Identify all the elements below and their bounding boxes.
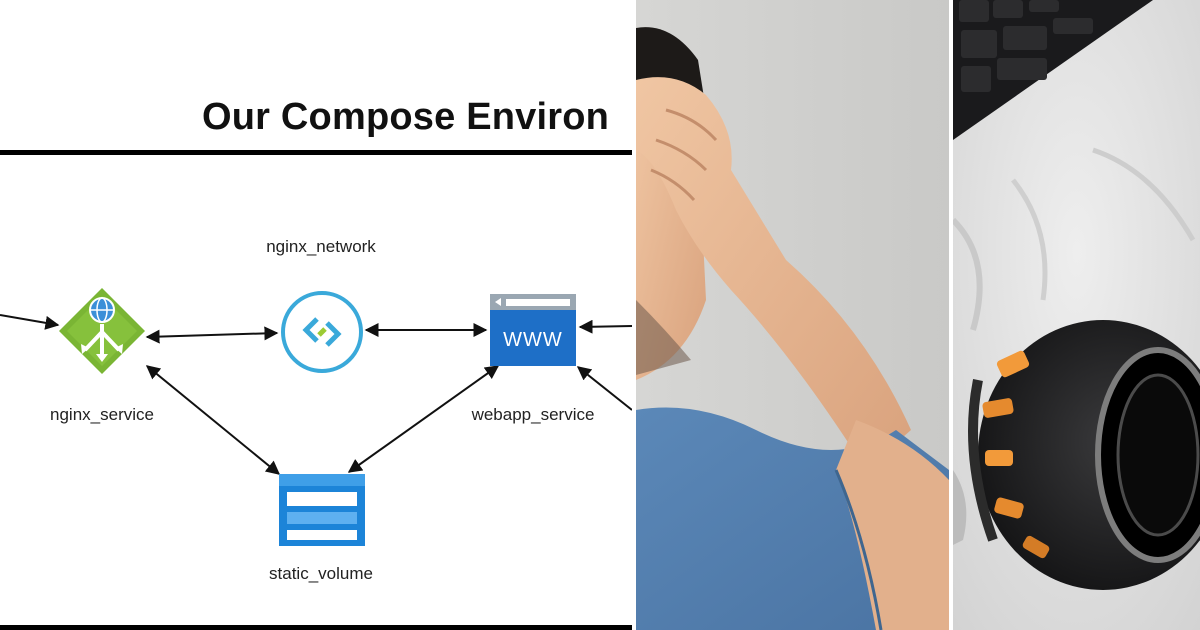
- nginx-service-label: nginx_service: [50, 405, 154, 424]
- edge-nginx-service-static-volume: [145, 365, 281, 475]
- edge-external-to-webapp-service: [578, 319, 632, 334]
- storage-volume-icon: [279, 474, 365, 546]
- network-gateway-icon: [281, 291, 363, 373]
- person-holding-head-photo: [636, 0, 949, 630]
- edge-external-to-nginx-service: [0, 314, 60, 330]
- bottom-divider: [0, 625, 632, 630]
- edges-layer: [0, 314, 632, 475]
- static-volume-label: static_volume: [269, 564, 373, 583]
- panel-gutter: [632, 0, 636, 630]
- diagram-title: Our Compose Environ: [202, 96, 610, 138]
- web-app-www-icon: WWW: [490, 294, 576, 366]
- edge-static-volume-webapp-service: [347, 365, 500, 473]
- load-balancer-icon: [59, 288, 145, 374]
- svg-text:WWW: WWW: [503, 329, 563, 351]
- panel-gutter-2: [949, 0, 953, 630]
- edge-external-from-webapp-service: [576, 366, 632, 411]
- keyboard-and-black-device-photo: [953, 0, 1200, 630]
- nginx-network-label: nginx_network: [266, 237, 376, 256]
- edge-nginx-service-network: [145, 326, 279, 344]
- webapp-service-label: webapp_service: [471, 405, 595, 424]
- diagram-panel: Our Compose Environ nginx_network: [0, 96, 632, 630]
- title-divider: [0, 150, 632, 155]
